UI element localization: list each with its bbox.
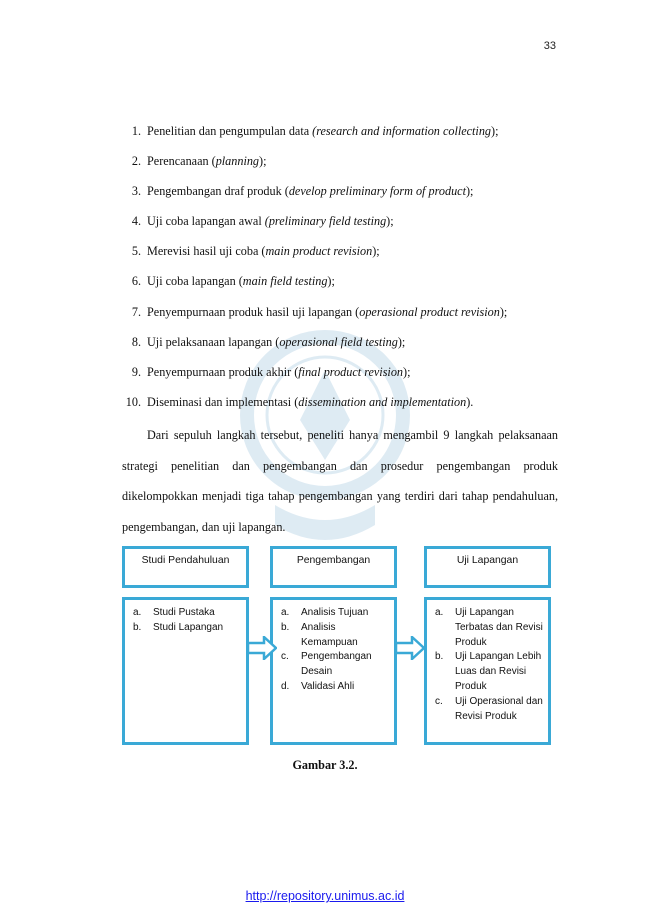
stage-item: c.Pengembangan Desain xyxy=(281,651,372,678)
step-item: 3.Pengembangan draf produk (develop prel… xyxy=(131,184,474,199)
page-number: 33 xyxy=(543,40,556,52)
repository-link[interactable]: http://repository.unimus.ac.id xyxy=(245,889,405,903)
body-paragraph: Dari sepuluh langkah tersebut, peneliti … xyxy=(122,428,558,534)
step-item: 7.Penyempurnaan produk hasil uji lapanga… xyxy=(131,304,508,319)
step-item: 8.Uji pelaksanaan lapangan (operasional … xyxy=(131,334,406,349)
stage-item: a.Analisis Tujuan xyxy=(281,607,369,618)
stage-item: d.Validasi Ahli xyxy=(281,680,355,692)
stage-item: b.Analisis Kemampuan xyxy=(281,621,358,648)
step-item: 2.Perencanaan (planning); xyxy=(131,154,267,169)
stage-body-pengembangan: a.Analisis Tujuan b.Analisis Kemampuan c… xyxy=(270,597,397,745)
stage-item: c.Uji Operasional dan Revisi Produk xyxy=(435,695,543,722)
step-item: 10.Diseminasi dan implementasi (dissemin… xyxy=(125,394,474,409)
step-item: 4.Uji coba lapangan awal (preliminary fi… xyxy=(131,214,394,229)
stage-item: b.Uji Lapangan Lebih Luas dan Revisi Pro… xyxy=(435,651,542,692)
stage-body-studi-pendahuluan: a.Studi Pustaka b.Studi Lapangan xyxy=(122,597,249,745)
step-item: 1.Penelitian dan pengumpulan data (resea… xyxy=(131,124,499,138)
stage-header-uji-lapangan: Uji Lapangan xyxy=(424,546,551,588)
figure-caption: Gambar 3.2. xyxy=(292,758,358,772)
development-steps-list: 1.Penelitian dan pengumpulan data (resea… xyxy=(122,120,562,421)
stage-item: a.Studi Pustaka xyxy=(133,607,215,618)
stage-item: a.Uji Lapangan Terbatas dan Revisi Produ… xyxy=(435,607,543,648)
right-arrow-icon xyxy=(395,636,425,660)
stage-header-pengembangan: Pengembangan xyxy=(270,546,397,588)
step-item: 5.Merevisi hasil uji coba (main product … xyxy=(131,244,380,259)
step-item: 6.Uji coba lapangan (main field testing)… xyxy=(131,274,335,289)
stage-header-studi-pendahuluan: Studi Pendahuluan xyxy=(122,546,249,588)
right-arrow-icon xyxy=(247,636,277,660)
step-item: 9.Penyempurnaan produk akhir (final prod… xyxy=(131,364,411,379)
stage-body-uji-lapangan: a.Uji Lapangan Terbatas dan Revisi Produ… xyxy=(424,597,551,745)
stage-item: b.Studi Lapangan xyxy=(133,621,224,633)
university-seal-watermark xyxy=(240,330,410,540)
